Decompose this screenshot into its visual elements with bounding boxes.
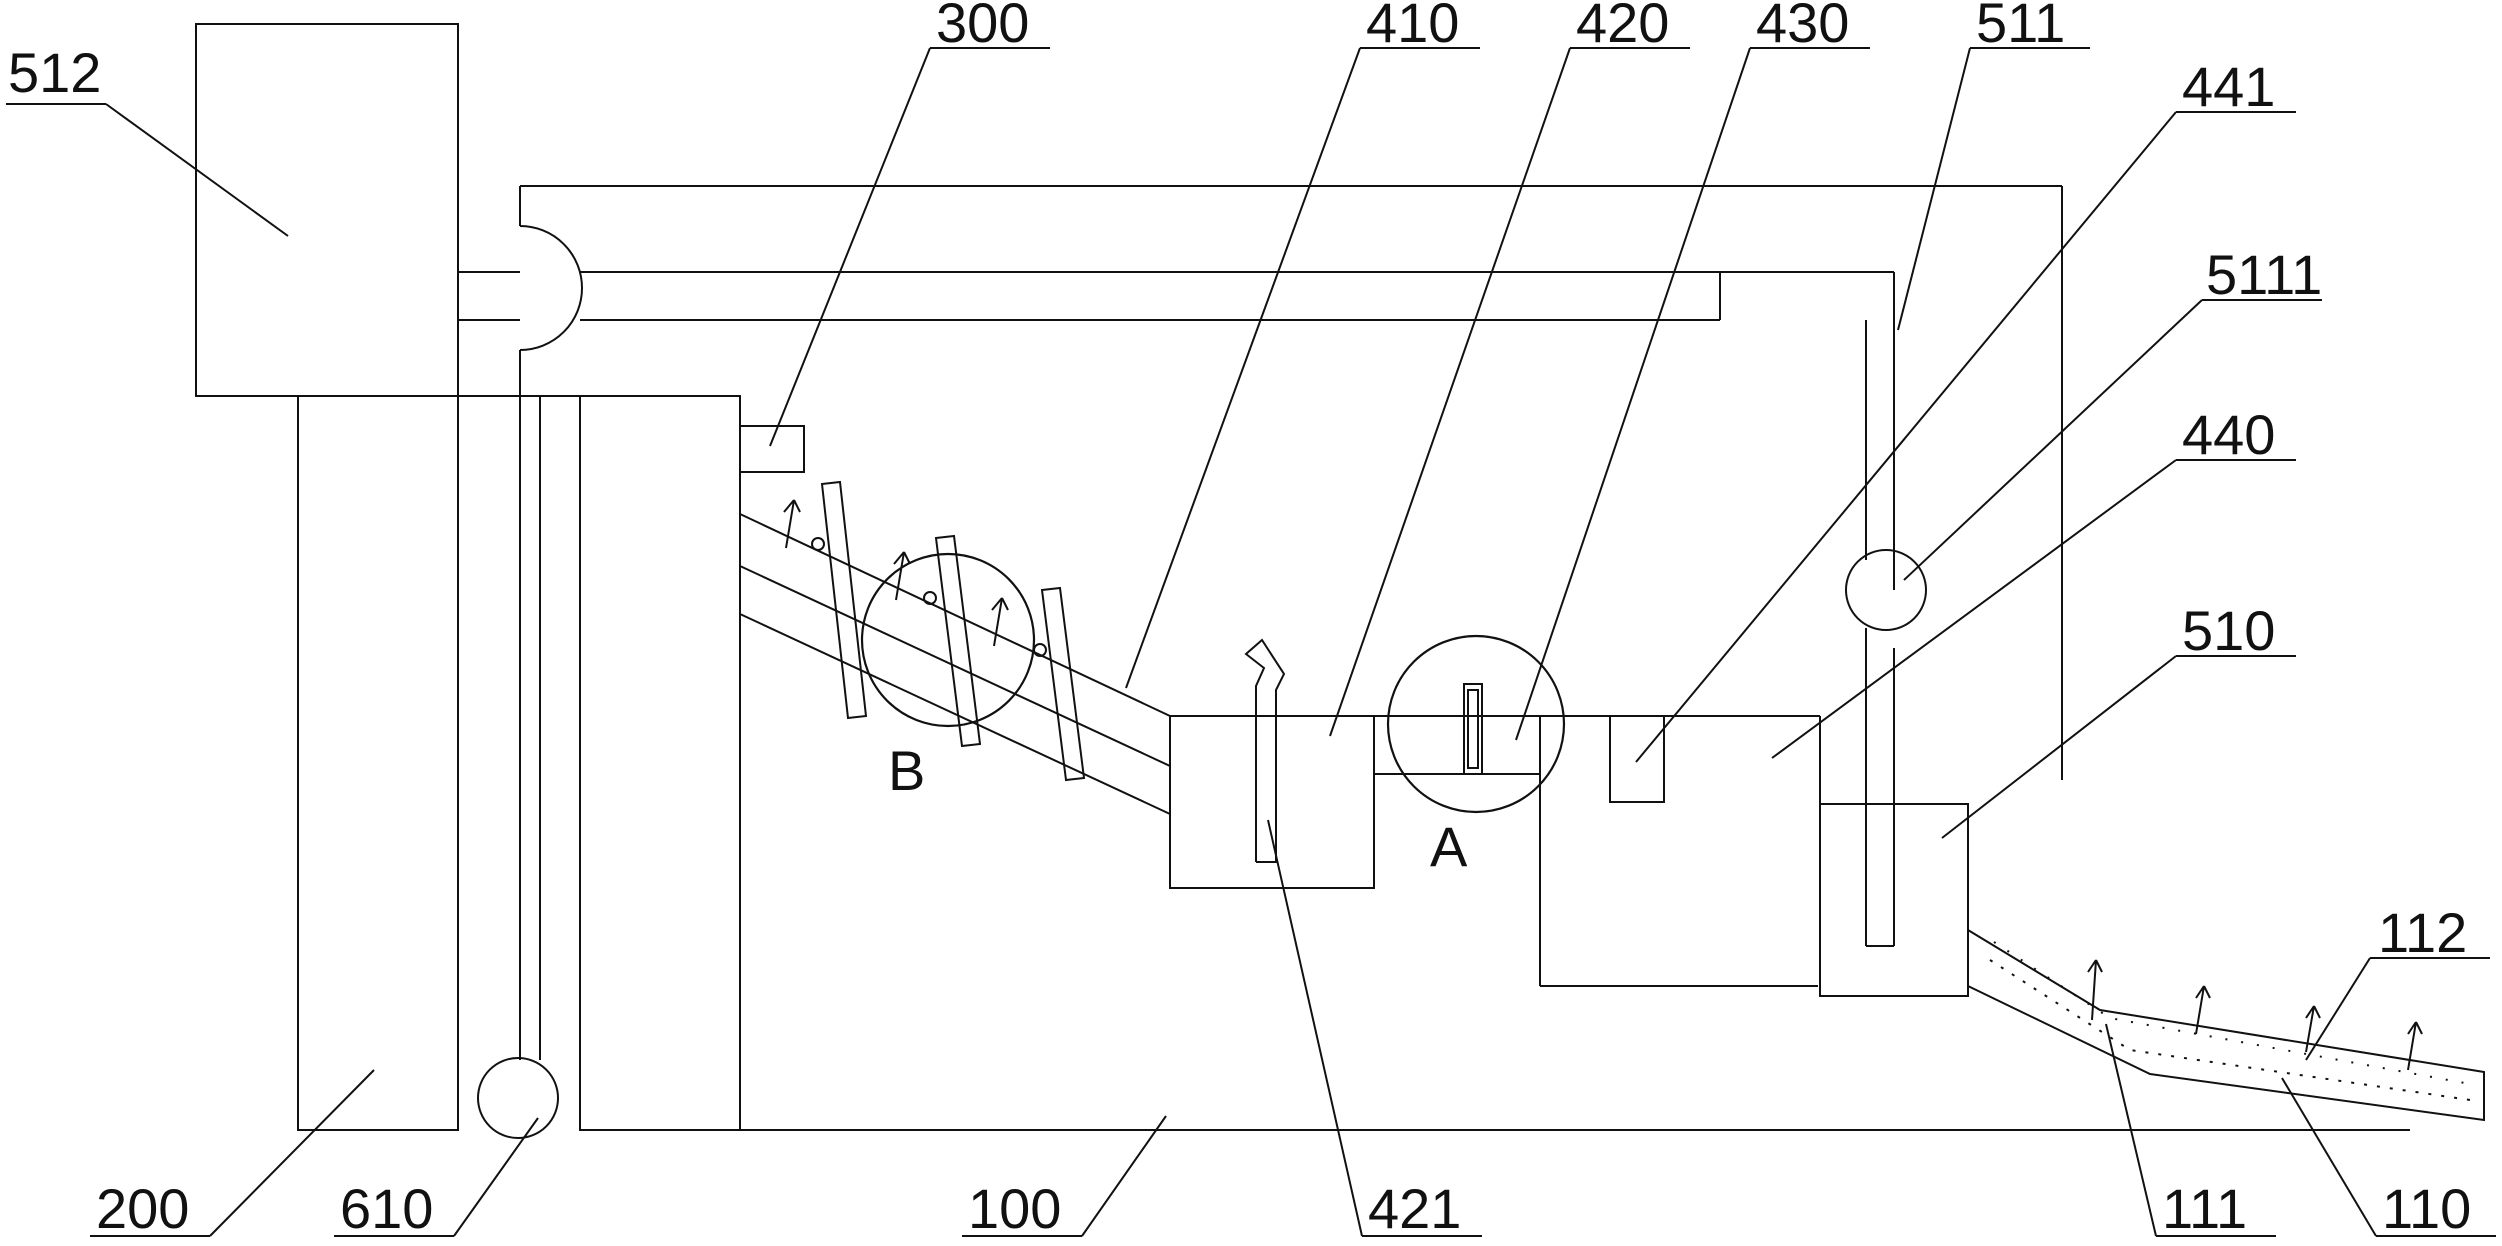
pipe-421 (1244, 638, 1286, 863)
labels: 512 300 410 420 430 511 441 5111 440 510… (8, 0, 2471, 1240)
label-512: 512 (8, 41, 101, 104)
block-300 (739, 425, 805, 473)
label-detail-b: B (888, 739, 925, 802)
label-410: 410 (1366, 0, 1459, 54)
pump-5111 (1845, 549, 1927, 631)
box-441 (1609, 715, 1665, 803)
pump-610 (477, 1057, 559, 1139)
label-5111: 5111 (2206, 243, 2322, 306)
label-110: 110 (2382, 1177, 2471, 1240)
device-430 (1386, 634, 1566, 814)
column-200 (297, 395, 459, 1131)
label-440: 440 (2182, 403, 2275, 466)
label-421: 421 (1368, 1177, 1461, 1240)
label-610: 610 (340, 1177, 433, 1240)
label-112: 112 (2378, 901, 2467, 964)
label-510: 510 (2182, 599, 2275, 662)
label-200: 200 (96, 1177, 189, 1240)
label-111: 111 (2162, 1177, 2247, 1240)
tank-510 (1720, 715, 1969, 997)
box-420 (1169, 715, 1818, 987)
label-300: 300 (936, 0, 1029, 54)
tank-100 (458, 395, 2410, 1131)
detail-circle-a (1386, 634, 1566, 814)
label-511: 511 (1976, 0, 2065, 54)
label-100: 100 (968, 1177, 1061, 1240)
slope-410 (739, 480, 1171, 815)
box-512 (195, 23, 459, 397)
label-441: 441 (2182, 55, 2275, 118)
label-420: 420 (1576, 0, 1669, 54)
leader-lines (6, 47, 2496, 1237)
detail-circle-b (860, 552, 1036, 728)
label-detail-a: A (1430, 815, 1468, 878)
pipe-511 (1845, 272, 1927, 947)
top-pipe (458, 185, 2063, 1060)
outlet-110 (1967, 928, 2485, 1122)
label-430: 430 (1756, 0, 1849, 54)
